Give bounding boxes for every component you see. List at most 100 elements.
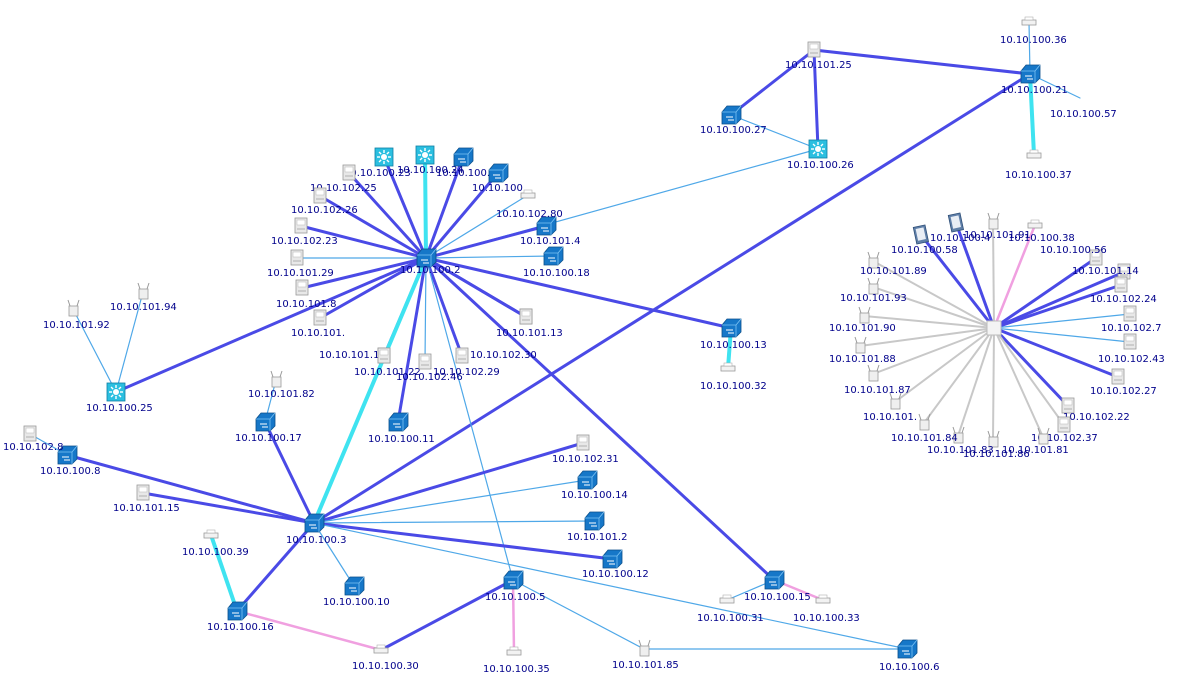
- node-switch[interactable]: 10.10.100.13: [700, 318, 767, 351]
- node-access-point[interactable]: 10.10.101.91: [964, 212, 1031, 241]
- node-access-point[interactable]: 10.10.101.86: [963, 430, 1030, 460]
- node-printer[interactable]: 10.10.100.36: [1000, 16, 1067, 46]
- link-trunk[interactable]: [312, 521, 614, 561]
- node-server[interactable]: 10.10.102.43: [1098, 333, 1165, 365]
- link-trunk[interactable]: [65, 453, 316, 525]
- link-unmanaged[interactable]: [992, 221, 995, 329]
- link-thin[interactable]: [424, 257, 427, 363]
- link-trunk[interactable]: [992, 256, 1098, 330]
- link-trunk[interactable]: [729, 48, 816, 117]
- node-workstation[interactable]: 10.10.100.4: [930, 212, 990, 244]
- link-aggregate[interactable]: [1028, 72, 1036, 157]
- node-router[interactable]: 10.10.100.23: [344, 147, 411, 179]
- node-none[interactable]: 10.10.100.57: [1050, 109, 1117, 120]
- link-trunk[interactable]: [424, 256, 733, 330]
- node-printer[interactable]: 10.10.100.37: [1005, 149, 1072, 181]
- node-server[interactable]: 10.10.101.8: [276, 279, 336, 310]
- node-access-point[interactable]: 10.10.101.83: [927, 426, 994, 456]
- node-printer[interactable]: 10.10.100.31: [697, 594, 764, 624]
- node-router[interactable]: 10.10.100.24: [397, 145, 464, 176]
- link-trunk[interactable]: [992, 326, 1070, 408]
- node-switch[interactable]: 10.10.101.2: [567, 511, 627, 543]
- link-trunk[interactable]: [382, 155, 428, 260]
- node-printer[interactable]: 10.10.100.30: [352, 644, 419, 672]
- node-switch[interactable]: 10.10.100.27: [700, 105, 767, 136]
- link-wireless[interactable]: [511, 578, 516, 654]
- node-printer[interactable]: 10.10.100.39: [182, 529, 249, 558]
- link-wireless[interactable]: [235, 609, 383, 652]
- link-thin[interactable]: [993, 313, 1131, 329]
- link-trunk[interactable]: [141, 491, 316, 525]
- node-server[interactable]: 10.10.102.25: [310, 164, 377, 194]
- link-unmanaged[interactable]: [872, 260, 995, 329]
- node-printer[interactable]: 10.10.100.33: [793, 594, 860, 624]
- node-switch[interactable]: 10.10.100.14: [561, 470, 628, 501]
- node-server[interactable]: 10.10.102.37: [1031, 416, 1098, 444]
- link-unmanaged[interactable]: [872, 286, 995, 329]
- node-server[interactable]: 10.10.100.56: [1040, 245, 1107, 266]
- link-thin[interactable]: [425, 257, 514, 581]
- link-thin[interactable]: [313, 479, 588, 524]
- node-access-point[interactable]: 10.10.101.92: [43, 299, 110, 331]
- node-switch[interactable]: 10.10.100.10: [323, 576, 390, 608]
- node-printer[interactable]: 10.10.102.80: [496, 189, 563, 220]
- node-server[interactable]: 10.10.102.31: [552, 434, 619, 465]
- link-aggregate[interactable]: [209, 533, 239, 613]
- node-server[interactable]: 10.10.101.14: [1072, 263, 1139, 280]
- node-access-point[interactable]: 10.10.101.89: [860, 251, 927, 277]
- node-server[interactable]: 10.10.101.25: [785, 41, 852, 71]
- link-unmanaged[interactable]: [872, 327, 995, 375]
- link-thin[interactable]: [72, 308, 117, 393]
- link-trunk[interactable]: [424, 256, 464, 358]
- node-printer[interactable]: 10.10.100.32: [700, 362, 767, 392]
- link-trunk[interactable]: [312, 72, 1032, 525]
- link-trunk[interactable]: [379, 578, 515, 652]
- node-server[interactable]: 10.10.102.46: [396, 353, 463, 383]
- node-switch[interactable]: 10.10.100: [472, 163, 523, 194]
- node-access-point[interactable]: 10.10.101.88: [829, 336, 896, 365]
- node-access-point[interactable]: 10.10.101.87: [844, 364, 911, 396]
- link-thin[interactable]: [730, 114, 819, 150]
- node-switch[interactable]: 10.10.100.6: [879, 639, 939, 673]
- link-thin[interactable]: [993, 327, 1131, 343]
- link-trunk[interactable]: [318, 256, 428, 320]
- link-thin[interactable]: [425, 255, 554, 259]
- link-unmanaged[interactable]: [923, 327, 995, 424]
- link-trunk[interactable]: [235, 521, 316, 613]
- node-switch[interactable]: 10.10.100.7: [436, 147, 496, 179]
- link-unmanaged[interactable]: [993, 327, 1065, 426]
- link-trunk[interactable]: [300, 256, 428, 290]
- link-unmanaged[interactable]: [894, 327, 995, 403]
- link-unmanaged[interactable]: [993, 327, 1044, 438]
- link-trunk[interactable]: [992, 326, 1120, 379]
- node-server[interactable]: 10.10.102.7: [1101, 305, 1161, 334]
- link-thin[interactable]: [115, 291, 144, 393]
- link-trunk[interactable]: [424, 171, 500, 260]
- node-access-point[interactable]: 10.10.101.84: [891, 413, 958, 444]
- link-aggregate[interactable]: [423, 153, 428, 260]
- node-printer[interactable]: 10.10.100.35: [483, 646, 550, 675]
- link-trunk[interactable]: [299, 224, 428, 260]
- node-access-point[interactable]: 10.10.101.90: [829, 306, 896, 334]
- link-thin[interactable]: [313, 522, 908, 650]
- link-trunk[interactable]: [424, 155, 465, 260]
- node-server[interactable]: 10.10.101.29: [267, 249, 334, 279]
- node-switch[interactable]: 10.10.100.12: [582, 549, 649, 580]
- link-thin[interactable]: [512, 579, 645, 650]
- node-switch[interactable]: 10.10.100.8: [40, 445, 100, 477]
- node-server[interactable]: 10.10.102.29: [433, 347, 500, 378]
- node-router[interactable]: 10.10.100.26: [787, 139, 854, 171]
- node-switch[interactable]: 10.10.100.17: [235, 412, 302, 444]
- link-trunk[interactable]: [396, 256, 428, 424]
- node-access-point[interactable]: 10.10.101.: [863, 392, 917, 423]
- link-unmanaged[interactable]: [859, 327, 995, 347]
- node-workstation[interactable]: 10.10.100.58: [891, 224, 958, 256]
- link-trunk[interactable]: [312, 441, 585, 525]
- node-server[interactable]: 10.10.102.8: [3, 425, 63, 453]
- node-switch[interactable]: 10.10.100.3: [286, 513, 346, 546]
- node-switch[interactable]: 10.10.100.18: [523, 246, 590, 279]
- link-trunk[interactable]: [812, 48, 820, 151]
- node-server[interactable]: 10.10.101.22: [354, 347, 421, 378]
